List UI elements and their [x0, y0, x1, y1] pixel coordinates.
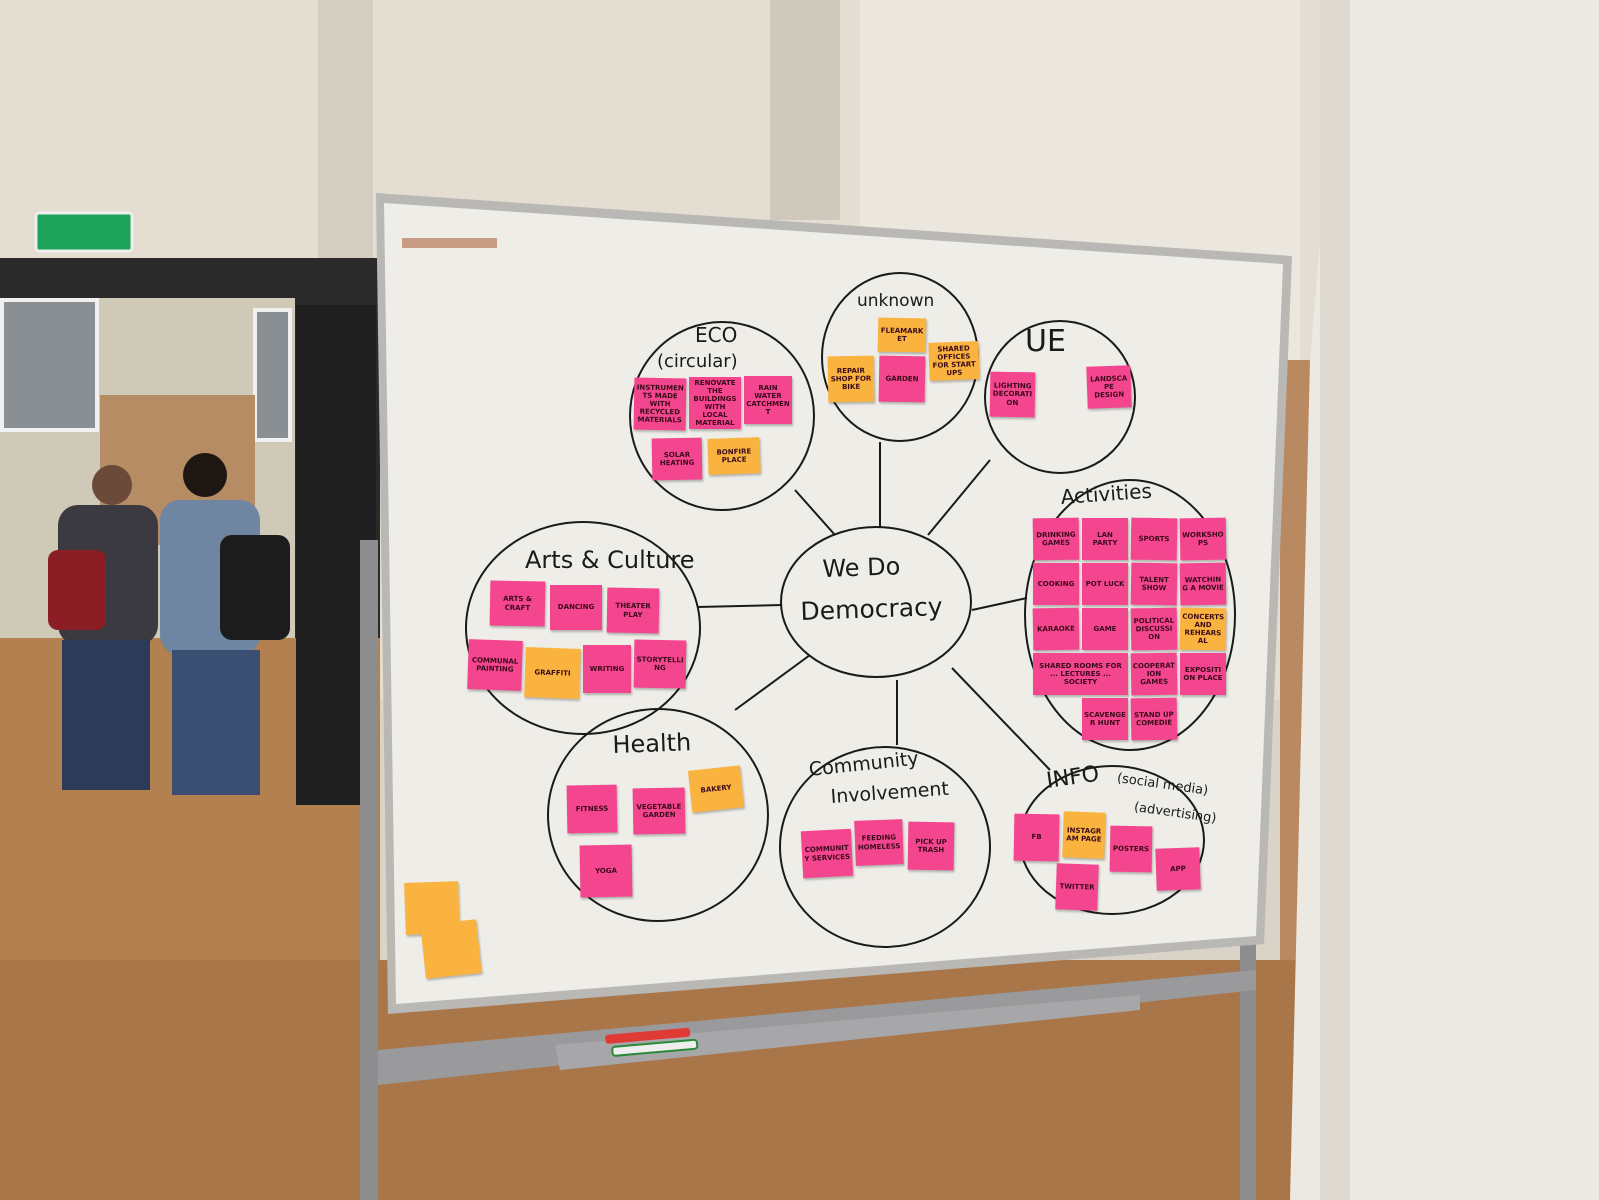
window	[253, 308, 292, 442]
sticky-note[interactable]: Arts & craft	[489, 580, 546, 627]
sticky-note[interactable]: Community services	[800, 828, 854, 879]
ceiling-beam	[318, 0, 373, 270]
center-title: We Do	[821, 552, 901, 583]
cluster-circle-arts	[465, 521, 701, 735]
center-title: Democracy	[799, 592, 944, 626]
sticky-note[interactable]: Watching a movie	[1179, 562, 1227, 606]
sticky-note[interactable]: Cooperation games	[1130, 652, 1178, 696]
connector-line	[696, 604, 783, 608]
cluster-circle-health	[547, 708, 769, 922]
marker-red	[605, 1027, 691, 1044]
cluster-label-health: Health	[611, 728, 692, 759]
sticky-note[interactable]: Dancing	[550, 585, 602, 630]
cluster-circle-ue	[984, 320, 1136, 474]
sticky-note[interactable]: Garden	[878, 355, 926, 403]
sticky-note[interactable]: Fleamarket	[877, 317, 927, 353]
exit-sign-icon	[34, 211, 134, 253]
sticky-note[interactable]: Workshops	[1179, 517, 1227, 561]
sticky-note[interactable]: Landscape design	[1086, 365, 1132, 409]
sticky-note[interactable]: Writing	[583, 645, 631, 693]
sticky-note[interactable]: Sports	[1130, 517, 1178, 561]
mindmap-ink	[465, 272, 1236, 948]
sticky-note[interactable]: Pick up trash	[907, 821, 955, 871]
sticky-note[interactable]: Bonfire place	[707, 437, 761, 475]
marker-green	[611, 1038, 699, 1057]
sticky-note[interactable]: App	[1155, 847, 1201, 891]
sticky-note[interactable]: Talent show	[1130, 562, 1178, 606]
sticky-note[interactable]: Drinking games	[1032, 517, 1080, 561]
sticky-note[interactable]: Shared offices for start ups	[928, 341, 980, 381]
sticky-note[interactable]: lighting decoration	[989, 371, 1036, 418]
sticky-note[interactable]: Solar heating	[651, 437, 703, 481]
pillar	[1290, 0, 1599, 1200]
sticky-note[interactable]: Game	[1082, 608, 1128, 650]
sticky-note[interactable]: Political discussion	[1130, 607, 1178, 651]
board-stand-leg	[360, 540, 378, 1200]
sticky-note[interactable]: Shared rooms for ... lectures ... societ…	[1033, 653, 1128, 695]
sticky-note[interactable]: Communal painting	[467, 639, 523, 691]
sticky-note[interactable]: LAN party	[1082, 518, 1128, 560]
cluster-sublabel-eco: (circular)	[657, 351, 738, 372]
sticky-note[interactable]: FB	[1013, 813, 1060, 862]
person	[48, 465, 158, 790]
connector-line	[951, 667, 1051, 771]
connector-line	[927, 459, 991, 536]
sticky-note[interactable]: Theater play	[606, 587, 660, 634]
sticky-note[interactable]: StoryTelling	[633, 639, 687, 689]
sticky-note[interactable]: Stand up comedie	[1130, 697, 1178, 741]
sticky-note[interactable]: Renovate the buildings with local materi…	[689, 377, 741, 429]
cluster-label-arts: Arts & Culture	[525, 546, 695, 574]
sticky-note[interactable]: Instruments made with recycled materials	[633, 377, 687, 431]
cluster-label-eco: ECO	[695, 323, 738, 347]
sticky-note[interactable]: Scavenger hunt	[1082, 698, 1128, 740]
window	[0, 298, 99, 432]
sticky-note[interactable]: Feeding homeless	[854, 819, 904, 866]
sticky-note[interactable]: Twitter	[1055, 863, 1099, 911]
sticky-note[interactable]: Bakery	[687, 765, 745, 813]
connector-line	[971, 597, 1028, 611]
cluster-circle-community	[779, 746, 991, 948]
sticky-note[interactable]: Repair shop for bike	[827, 355, 875, 403]
sticky-note[interactable]: Exposition place	[1180, 653, 1226, 695]
connector-line	[734, 654, 811, 711]
sticky-note[interactable]: Graffiti	[524, 647, 581, 699]
sticky-note[interactable]: Concerts and rehearsal	[1179, 607, 1227, 651]
sticky-note[interactable]: Karaoke	[1032, 607, 1080, 651]
pillar-edge	[1320, 0, 1350, 1200]
sticky-note[interactable]: Cooking	[1033, 563, 1079, 605]
ceiling-beam	[770, 0, 840, 220]
sticky-note[interactable]: Rain water catchment	[744, 376, 792, 424]
sticky-note[interactable]: Vegetable garden	[632, 787, 686, 835]
marker-tray	[555, 995, 1140, 1070]
center-circle	[780, 526, 972, 678]
sticky-note[interactable]: Fitness	[566, 784, 618, 834]
cluster-circle-activities	[1024, 479, 1236, 751]
sticky-note[interactable]: Instagram page	[1062, 811, 1106, 859]
cluster-label-unknown: unknown	[857, 291, 935, 311]
cluster-label-ue: UE	[1025, 324, 1066, 359]
cluster-circle-eco	[629, 321, 815, 511]
person	[160, 453, 290, 795]
sticky-note[interactable]: yoga	[579, 844, 633, 898]
sticky-note[interactable]: Pot luck	[1082, 563, 1128, 605]
connector-line	[794, 489, 836, 536]
sticky-note[interactable]: Posters	[1109, 825, 1153, 873]
sticky-note[interactable]	[420, 919, 482, 979]
magnet-strip	[402, 238, 497, 248]
